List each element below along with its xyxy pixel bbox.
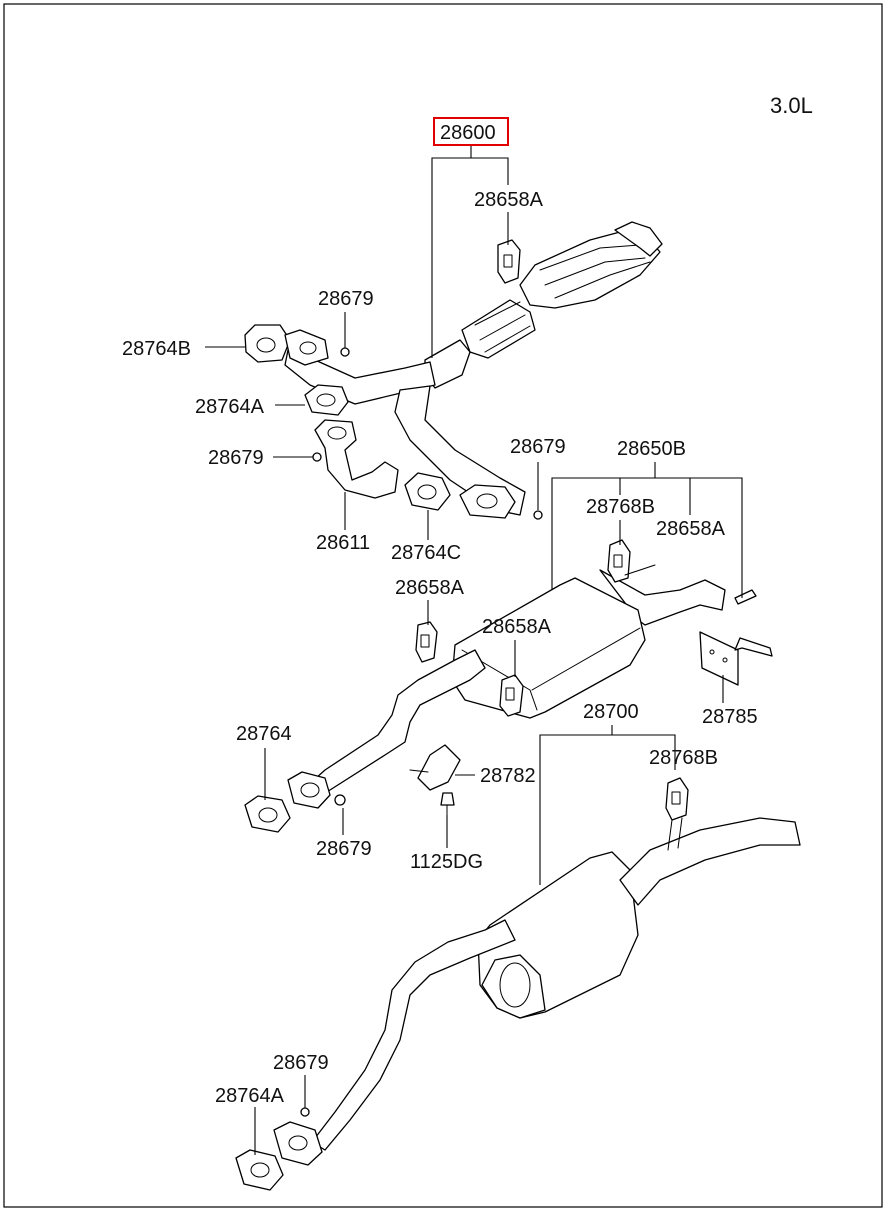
label-28658A-top[interactable]: 28658A xyxy=(474,189,544,211)
label-28764A-bottom[interactable]: 28764A xyxy=(215,1085,285,1107)
gasket-28764A-bottom[interactable] xyxy=(235,1149,284,1191)
bolt-1125DG[interactable] xyxy=(440,792,455,816)
center-muffler-assembly[interactable] xyxy=(287,539,757,809)
leader-lines xyxy=(205,145,743,1155)
part-labels: 28600 28658A 28679 28764B 28764A 28679 2… xyxy=(122,122,758,1107)
label-28782[interactable]: 28782 xyxy=(480,765,536,787)
label-28658A-right[interactable]: 28658A xyxy=(656,518,726,540)
label-28785[interactable]: 28785 xyxy=(702,706,758,728)
bracket-28785[interactable] xyxy=(699,631,773,686)
selected-part-highlight xyxy=(433,117,509,146)
nut-28679-c[interactable] xyxy=(533,510,543,520)
gasket-28764[interactable] xyxy=(244,795,291,833)
label-28600[interactable]: 28600 xyxy=(440,122,496,144)
label-28611[interactable]: 28611 xyxy=(316,532,370,554)
label-28679-b[interactable]: 28679 xyxy=(208,447,264,469)
label-28700[interactable]: 28700 xyxy=(583,701,639,723)
label-28768B-top[interactable]: 28768B xyxy=(586,496,655,518)
label-1125DG[interactable]: 1125DG xyxy=(410,851,483,873)
diagram-frame xyxy=(3,3,883,1208)
label-28679-d[interactable]: 28679 xyxy=(316,838,372,860)
label-28650B[interactable]: 28650B xyxy=(617,438,686,460)
front-pipe-assembly[interactable] xyxy=(244,221,663,519)
label-28679-a[interactable]: 28679 xyxy=(318,288,374,310)
label-28679-e[interactable]: 28679 xyxy=(273,1052,329,1074)
label-28768B-bottom[interactable]: 28768B xyxy=(649,747,718,769)
label-28764B[interactable]: 28764B xyxy=(122,338,191,360)
label-28764C[interactable]: 28764C xyxy=(391,542,461,564)
label-28679-c[interactable]: 28679 xyxy=(510,436,566,458)
label-28658A-mid-left[interactable]: 28658A xyxy=(395,577,465,599)
engine-label: 3.0L xyxy=(770,93,813,118)
pipe-28611[interactable] xyxy=(312,419,399,499)
bracket-28782[interactable] xyxy=(409,744,461,791)
label-28764A-top[interactable]: 28764A xyxy=(195,396,265,418)
label-28764[interactable]: 28764 xyxy=(236,723,292,745)
rear-muffler-assembly[interactable] xyxy=(273,777,801,1166)
label-28658A-mid[interactable]: 28658A xyxy=(482,616,552,638)
gasket-28764C[interactable] xyxy=(404,472,451,511)
